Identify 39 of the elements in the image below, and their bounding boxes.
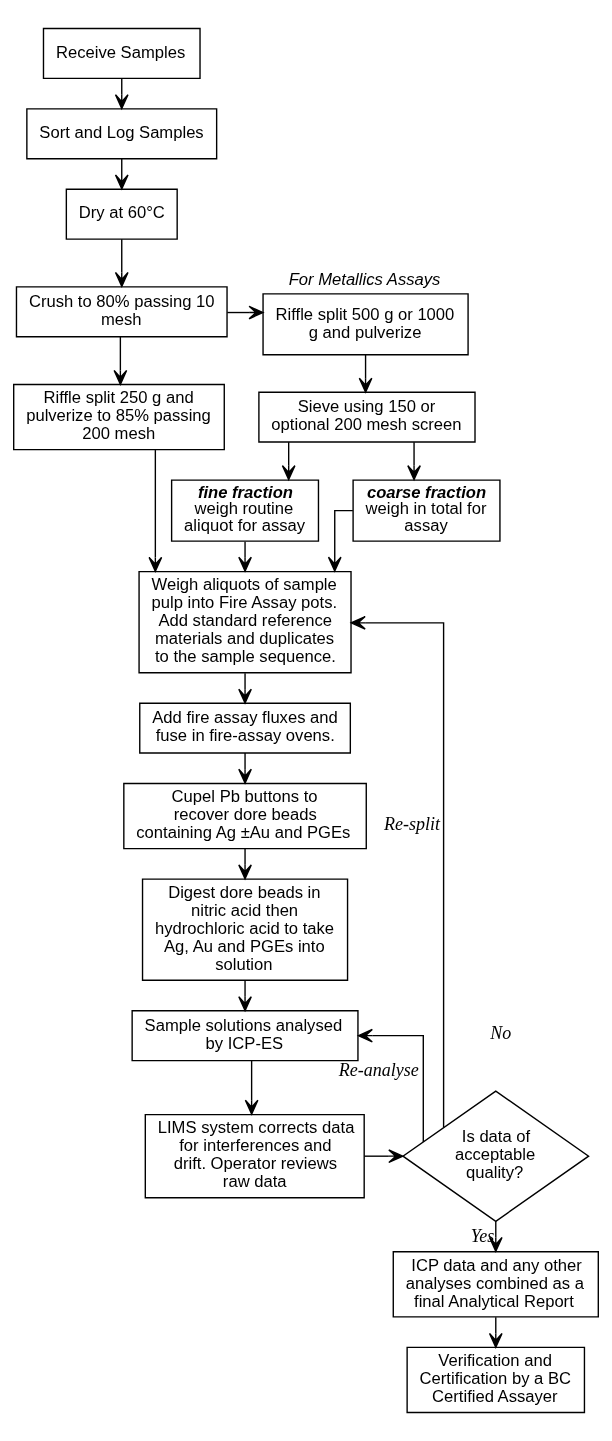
arrow: [238, 980, 252, 1012]
arrow: [281, 441, 296, 481]
node-box: Sample solutions analysed by ICP-ES: [131, 1010, 359, 1062]
arrow: [238, 541, 252, 572]
node-box: Digest dore beads in nitric acid then hydrochloric acid to take Ag, Au and PGEs into solution: [141, 878, 349, 981]
node-box: Riffle split 250 g and pulverize to 85% passing 200 mesh: [13, 383, 225, 451]
arrow: [350, 615, 445, 1129]
edge-label: Yes: [470, 1226, 495, 1247]
node-box: Sort and Log Samples: [26, 108, 218, 160]
arrow: [407, 441, 421, 481]
arrow: [114, 238, 129, 288]
node-box: ICP data and any other analyses combined as a final Analytical Report: [392, 1251, 599, 1318]
node-box: Dry at 60°C: [65, 188, 178, 240]
edge-label: Re-split: [384, 813, 441, 834]
node-box: LIMS system corrects data for interferences and drift. Operator reviews raw data: [144, 1113, 365, 1199]
node-box: Crush to 80% passing 10 mesh: [15, 286, 228, 338]
node-box: Sieve using 150 or optional 200 mesh screen: [258, 391, 476, 443]
node-box: Cupel Pb buttons to recover dore beads containing Ag ±Au and PGEs: [123, 782, 367, 850]
node-label: For Metallics Assays: [288, 269, 441, 289]
node-box: coarse fraction weigh in total for assay: [352, 479, 501, 542]
arrow: [148, 449, 163, 572]
arrow: [244, 1059, 259, 1115]
node-box: fine fraction weigh routine aliquot for assay: [170, 479, 320, 542]
arrow: [357, 1028, 424, 1143]
arrow: [363, 1149, 404, 1164]
node-box: Riffle split 500 g or 1000 g and pulverize: [262, 293, 469, 356]
node-box: Weigh aliquots of sample pulp into Fire Assay pots. Add standard reference materials and duplicates to the sample sequence.: [138, 570, 352, 674]
arrow: [238, 848, 252, 880]
edge-label: Re-analyse: [338, 1060, 419, 1081]
node-diamond: Is data of acceptable quality?: [401, 1090, 590, 1223]
node-box: Receive Samples: [42, 27, 201, 80]
node-box: Add fire assay fluxes and fuse in fire-assay ovens.: [139, 702, 352, 754]
node-box: Verification and Certification by a BC Certified Assayer: [406, 1346, 586, 1414]
arrow: [113, 336, 128, 386]
arrow: [238, 752, 252, 784]
arrow: [238, 672, 252, 704]
arrow: [226, 305, 264, 320]
arrow: [358, 353, 373, 393]
label: No: [490, 1022, 512, 1043]
